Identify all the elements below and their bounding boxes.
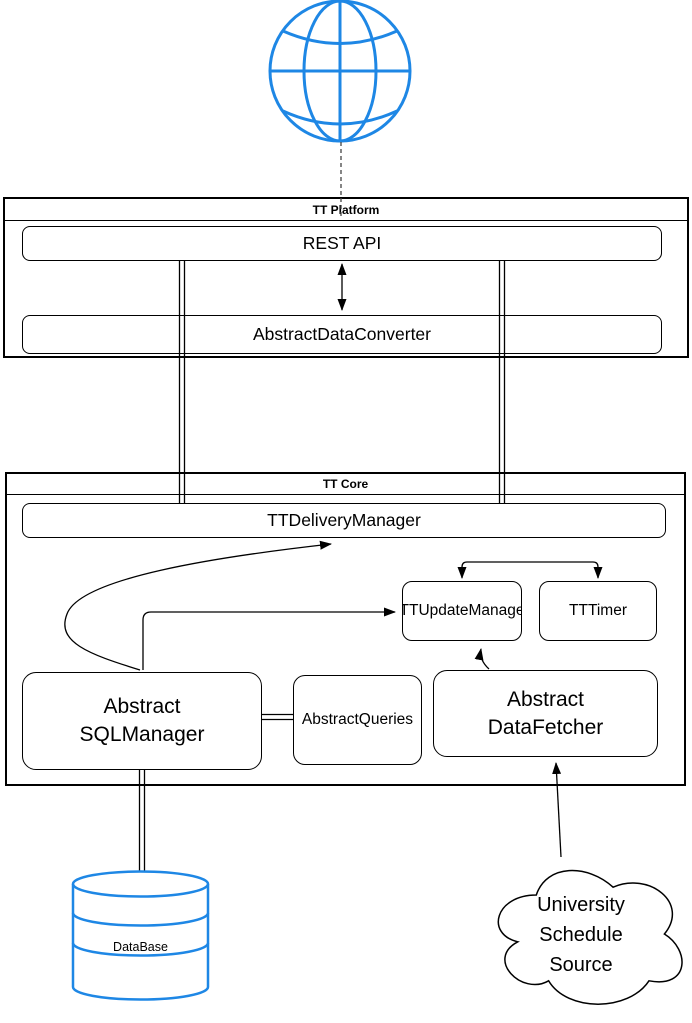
database-cylinder [71, 870, 210, 1001]
data-fetcher-label-line2: DataFetcher [487, 715, 604, 739]
cloud-label-line2: Schedule [539, 924, 623, 946]
tt-update-manager-node: TTUpdateManage [402, 581, 522, 641]
tt-platform-title: TT Platform [5, 199, 687, 221]
cloud-label-line3: Source [549, 954, 613, 976]
cloud-label: University Schedule Source [501, 890, 661, 980]
sql-database-link [138, 770, 146, 878]
rest-api-node: REST API [22, 226, 662, 261]
tt-core-container: TT Core [5, 472, 686, 786]
sql-manager-label-line2: SQLManager [79, 723, 205, 746]
data-fetcher-label-line1: Abstract [506, 687, 585, 711]
abstract-data-converter-node: AbstractDataConverter [22, 315, 662, 354]
tt-delivery-manager-node: TTDeliveryManager [22, 503, 666, 538]
tt-timer-node: TTTimer [539, 581, 657, 641]
globe-icon [268, 0, 412, 143]
cloud-label-line1: University [537, 894, 625, 916]
tt-core-title: TT Core [7, 474, 684, 495]
abstract-data-fetcher-node: Abstract DataFetcher [433, 670, 658, 757]
abstract-queries-node: AbstractQueries [293, 675, 422, 765]
tt-platform-container: TT Platform [3, 197, 689, 358]
database-label: DataBase [113, 940, 168, 954]
sql-manager-label-line1: Abstract [103, 695, 181, 719]
abstract-sql-manager-node: Abstract SQLManager [22, 672, 262, 770]
